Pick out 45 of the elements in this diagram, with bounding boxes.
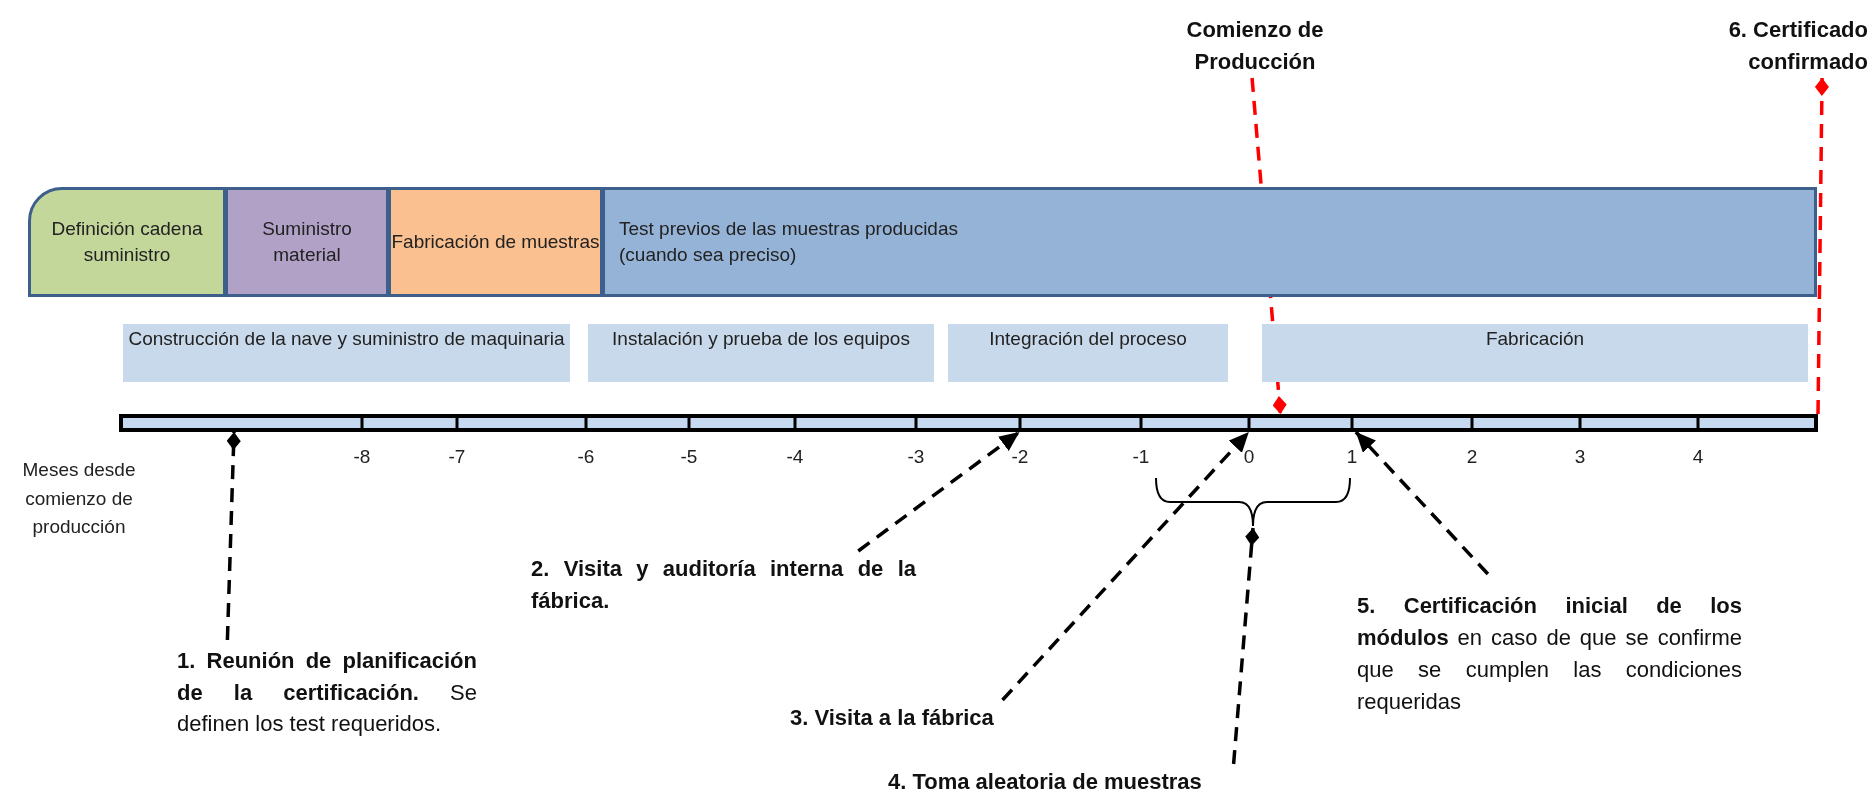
phase-label: Suministro material — [261, 217, 353, 267]
phase-box — [602, 187, 1817, 297]
phase-box — [28, 187, 226, 297]
milestone-note: 1. Reunión de planificación de la certificación. Se definen los test requeridos. — [177, 640, 477, 745]
phase-label: Instalación y prueba de los equipos — [612, 327, 910, 351]
tick-label: -4 — [785, 446, 805, 468]
tick-label: 1 — [1345, 446, 1359, 468]
milestone-label: 6. Certificado confirmado — [1690, 14, 1868, 78]
tick-label: 3 — [1573, 446, 1587, 468]
tick-label: 4 — [1691, 446, 1705, 468]
activity-bar — [1262, 324, 1808, 382]
activity-bar — [948, 324, 1228, 382]
tick-label: 2 — [1465, 446, 1479, 468]
leader-line — [1814, 77, 1829, 414]
leader-line — [857, 430, 1021, 553]
activity-bar — [123, 324, 570, 382]
axis-label: Meses desde comienzo de producción — [21, 458, 137, 539]
phase-label: Fabricación — [1485, 327, 1585, 351]
tick-label: -5 — [679, 446, 699, 468]
tick-label: -8 — [352, 446, 372, 468]
phase-box — [388, 187, 603, 297]
phase-label: Construcción de la nave y suministro de maquinaria — [128, 327, 565, 351]
tick-label: -7 — [447, 446, 467, 468]
phase-label: Integración del proceso — [989, 327, 1187, 351]
leader-line — [1354, 430, 1490, 576]
activity-bar — [588, 324, 934, 382]
milestone-note: 5. Certificación inicial de los módulos en caso de que se confirme que se cumplen las condiciones requeridas — [1357, 574, 1742, 734]
phase-label: Definición cadena suministro — [50, 217, 204, 267]
phase-label: Fabricación de muestras — [391, 230, 600, 255]
tick-label: -1 — [1131, 446, 1151, 468]
leader-line — [1231, 527, 1260, 765]
tick-label: -3 — [906, 446, 926, 468]
tick-label: -2 — [1010, 446, 1030, 468]
tick-label: 0 — [1242, 446, 1256, 468]
phase-box — [225, 187, 389, 297]
milestone-note: 3. Visita a la fábrica — [790, 700, 1040, 736]
milestone-note: 4. Toma aleatoria de muestras — [888, 764, 1248, 800]
tick-label: -6 — [576, 446, 596, 468]
timeline-bar — [119, 414, 1818, 432]
phase-label: Test previos de las muestras producidas (cuando sea preciso) — [619, 217, 959, 267]
leader-line — [225, 431, 241, 641]
milestone-label: Comienzo de Producción — [1150, 14, 1360, 78]
curly-brace — [1154, 476, 1352, 528]
milestone-note: 2. Visita y auditoría interna de la fábrica. — [531, 551, 916, 619]
leader-line — [1001, 430, 1251, 702]
